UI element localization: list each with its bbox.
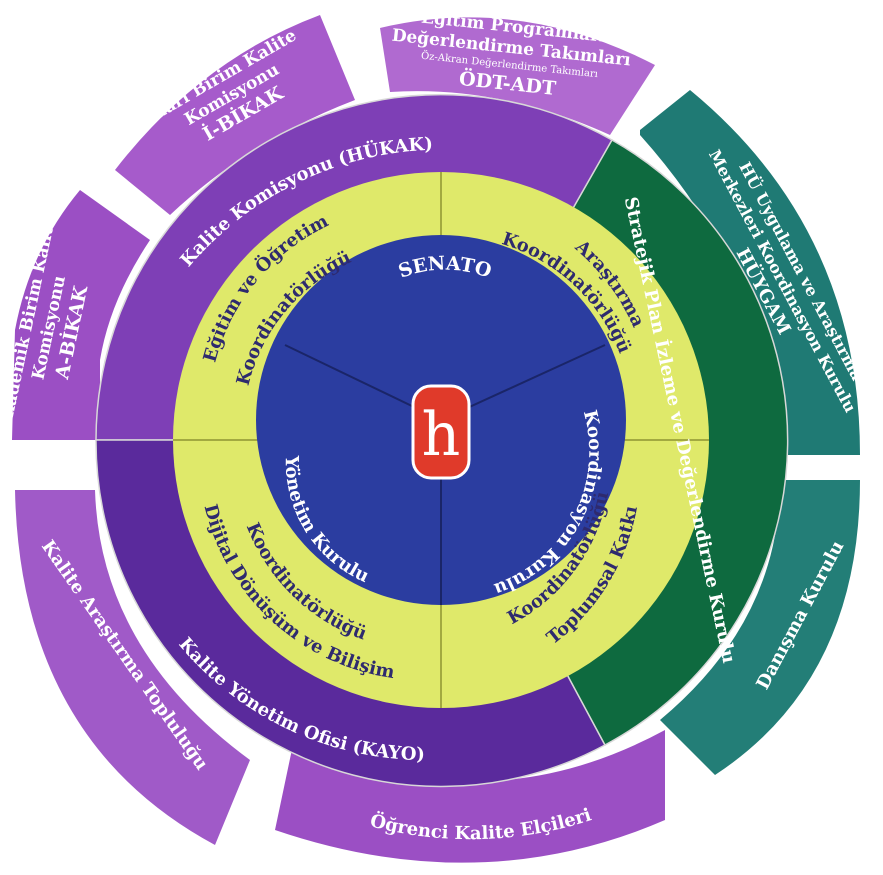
ogrenci-segment: [275, 730, 665, 863]
egitim-programlari-segment: [380, 17, 655, 135]
egitim-programlari-label: Eğitim Programları Değerlendirme Takımla…: [391, 8, 632, 100]
idari-birim-segment: [115, 15, 355, 215]
akademik-birim-segment: [12, 190, 150, 440]
kalite-arastirma-segment: [15, 490, 250, 845]
hacettepe-logo: [411, 384, 471, 480]
logo-letter: h: [422, 400, 461, 470]
huygam-segment: [640, 90, 860, 455]
danisma-segment: [660, 480, 860, 775]
